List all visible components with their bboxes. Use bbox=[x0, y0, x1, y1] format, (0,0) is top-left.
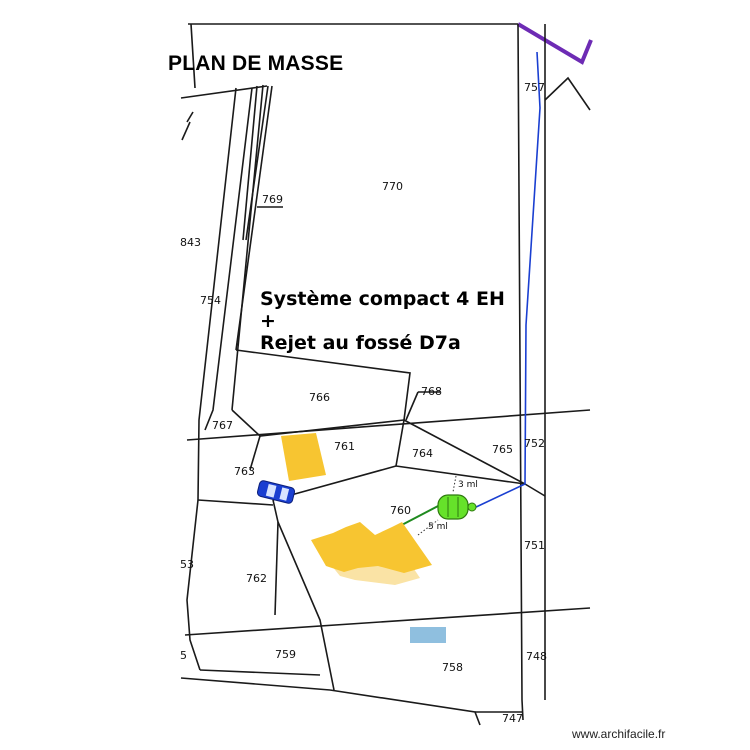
parcel-762: 762 bbox=[246, 572, 267, 585]
parcel-754: 754 bbox=[200, 294, 221, 307]
parcel-757: 757 bbox=[524, 81, 545, 94]
parcel-843: 843 bbox=[180, 236, 201, 249]
page-title: PLAN DE MASSE bbox=[168, 52, 344, 75]
parcel-5: 5 bbox=[180, 649, 187, 662]
credit-link[interactable]: www.archifacile.fr bbox=[572, 727, 666, 741]
parcel-53: 53 bbox=[180, 558, 194, 571]
parcel-766: 766 bbox=[309, 391, 330, 404]
system-annotation: Système compact 4 EH + Rejet au fossé D7… bbox=[260, 288, 505, 354]
parcel-labels: 757 770 769 843 754 766 768 767 761 764 … bbox=[180, 81, 547, 725]
parcel-759: 759 bbox=[275, 648, 296, 661]
parcel-751: 751 bbox=[524, 539, 545, 552]
parcel-758: 758 bbox=[442, 661, 463, 674]
parcel-748: 748 bbox=[526, 650, 547, 663]
parcel-761: 761 bbox=[334, 440, 355, 453]
building-garage bbox=[281, 433, 326, 481]
annotation-line-1: Système compact 4 EH bbox=[260, 288, 505, 310]
parcel-769: 769 bbox=[262, 193, 283, 206]
parcel-768: 768 bbox=[421, 385, 442, 398]
dimension-lines bbox=[417, 475, 457, 536]
parcel-763: 763 bbox=[234, 465, 255, 478]
parcel-747: 747 bbox=[502, 712, 523, 725]
parcel-752: 752 bbox=[524, 437, 545, 450]
building-house bbox=[311, 522, 432, 585]
pool bbox=[410, 627, 446, 643]
annotation-line-3: Rejet au fossé D7a bbox=[260, 332, 461, 354]
dimension-5ml: 5 ml bbox=[428, 522, 448, 532]
dimension-labels: 3 ml 5 ml bbox=[428, 480, 478, 532]
car-icon bbox=[256, 480, 296, 504]
parcel-767: 767 bbox=[212, 419, 233, 432]
purple-boundary bbox=[516, 22, 593, 65]
dimension-3ml: 3 ml bbox=[458, 480, 478, 490]
parcel-764: 764 bbox=[412, 447, 433, 460]
parcel-765: 765 bbox=[492, 443, 513, 456]
parcel-770: 770 bbox=[382, 180, 403, 193]
blue-evacuation-pipe bbox=[473, 51, 541, 509]
parcel-760: 760 bbox=[390, 504, 411, 517]
cadastral-lines bbox=[180, 23, 591, 726]
annotation-line-2: + bbox=[260, 310, 276, 332]
septic-tank-icon bbox=[437, 494, 477, 520]
